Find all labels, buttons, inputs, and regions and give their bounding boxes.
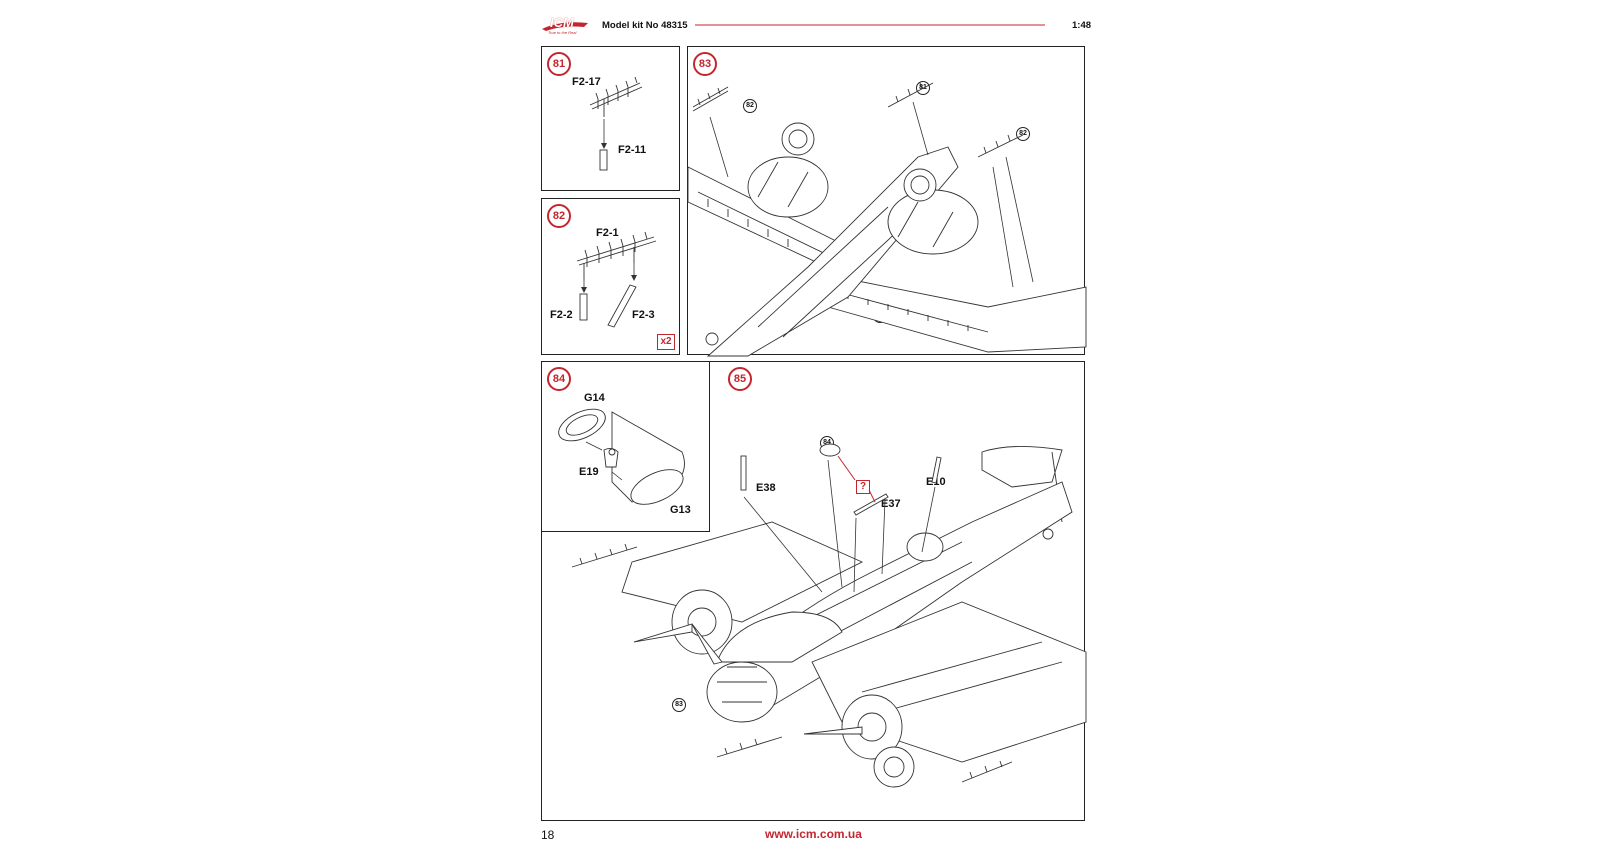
logo-brand: ICM bbox=[550, 15, 574, 30]
kit-scale: 1:48 bbox=[1072, 20, 1092, 31]
step-84-panel: 84 G14 E19 G13 bbox=[541, 361, 710, 532]
logo-tagline: True to the Real bbox=[548, 30, 577, 35]
kit-title: Model kit No 48315 bbox=[602, 20, 688, 31]
step-83-badge: 83 bbox=[693, 52, 717, 76]
part-f2-17-label: F2-17 bbox=[572, 76, 601, 88]
part-f2-3-label: F2-3 bbox=[632, 309, 655, 321]
turret-drawing bbox=[558, 408, 685, 505]
step-82-badge: 82 bbox=[547, 204, 571, 228]
step-82-panel: 82 F2-1 F2-2 F2-3 x2 bbox=[541, 198, 680, 355]
quantity-x2-badge: x2 bbox=[657, 334, 675, 350]
ref-82-left: 82 bbox=[743, 99, 757, 113]
icm-logo: ICM True to the Real bbox=[540, 15, 590, 36]
part-g13-label: G13 bbox=[670, 504, 691, 516]
part-f2-11-label: F2-11 bbox=[618, 144, 647, 156]
part-f2-1-label: F2-1 bbox=[596, 227, 619, 239]
antenna-drawing bbox=[589, 76, 643, 171]
antenna-pair-drawing bbox=[576, 231, 657, 328]
question-mark-badge: ? bbox=[856, 480, 870, 494]
part-f2-2-label: F2-2 bbox=[550, 309, 573, 321]
website-link[interactable]: www.icm.com.ua bbox=[765, 827, 862, 841]
header: ICM True to the Real Model kit No 48315 … bbox=[540, 15, 1091, 36]
part-e38-label: E38 bbox=[756, 482, 776, 494]
ref-83: 83 bbox=[672, 698, 686, 712]
step-81-badge: 81 bbox=[547, 52, 571, 76]
aircraft-top-drawing bbox=[571, 443, 1087, 788]
step-83-panel: 83 82 81 82 80 bbox=[687, 46, 1087, 357]
step-85-badge: 85 bbox=[728, 367, 752, 391]
page-number: 18 bbox=[541, 828, 555, 842]
aircraft-underside-drawing bbox=[687, 82, 1087, 357]
part-g14-label: G14 bbox=[584, 392, 605, 404]
part-e37-label: E37 bbox=[881, 498, 901, 510]
step-84-badge: 84 bbox=[547, 367, 571, 391]
header-rule bbox=[695, 24, 1045, 26]
logo-swoosh-icon bbox=[542, 22, 588, 31]
part-e19-label: E19 bbox=[579, 466, 599, 478]
step-81-panel: 81 F2-17 F2-11 bbox=[541, 46, 680, 191]
ref-82-right: 82 bbox=[1016, 127, 1030, 141]
